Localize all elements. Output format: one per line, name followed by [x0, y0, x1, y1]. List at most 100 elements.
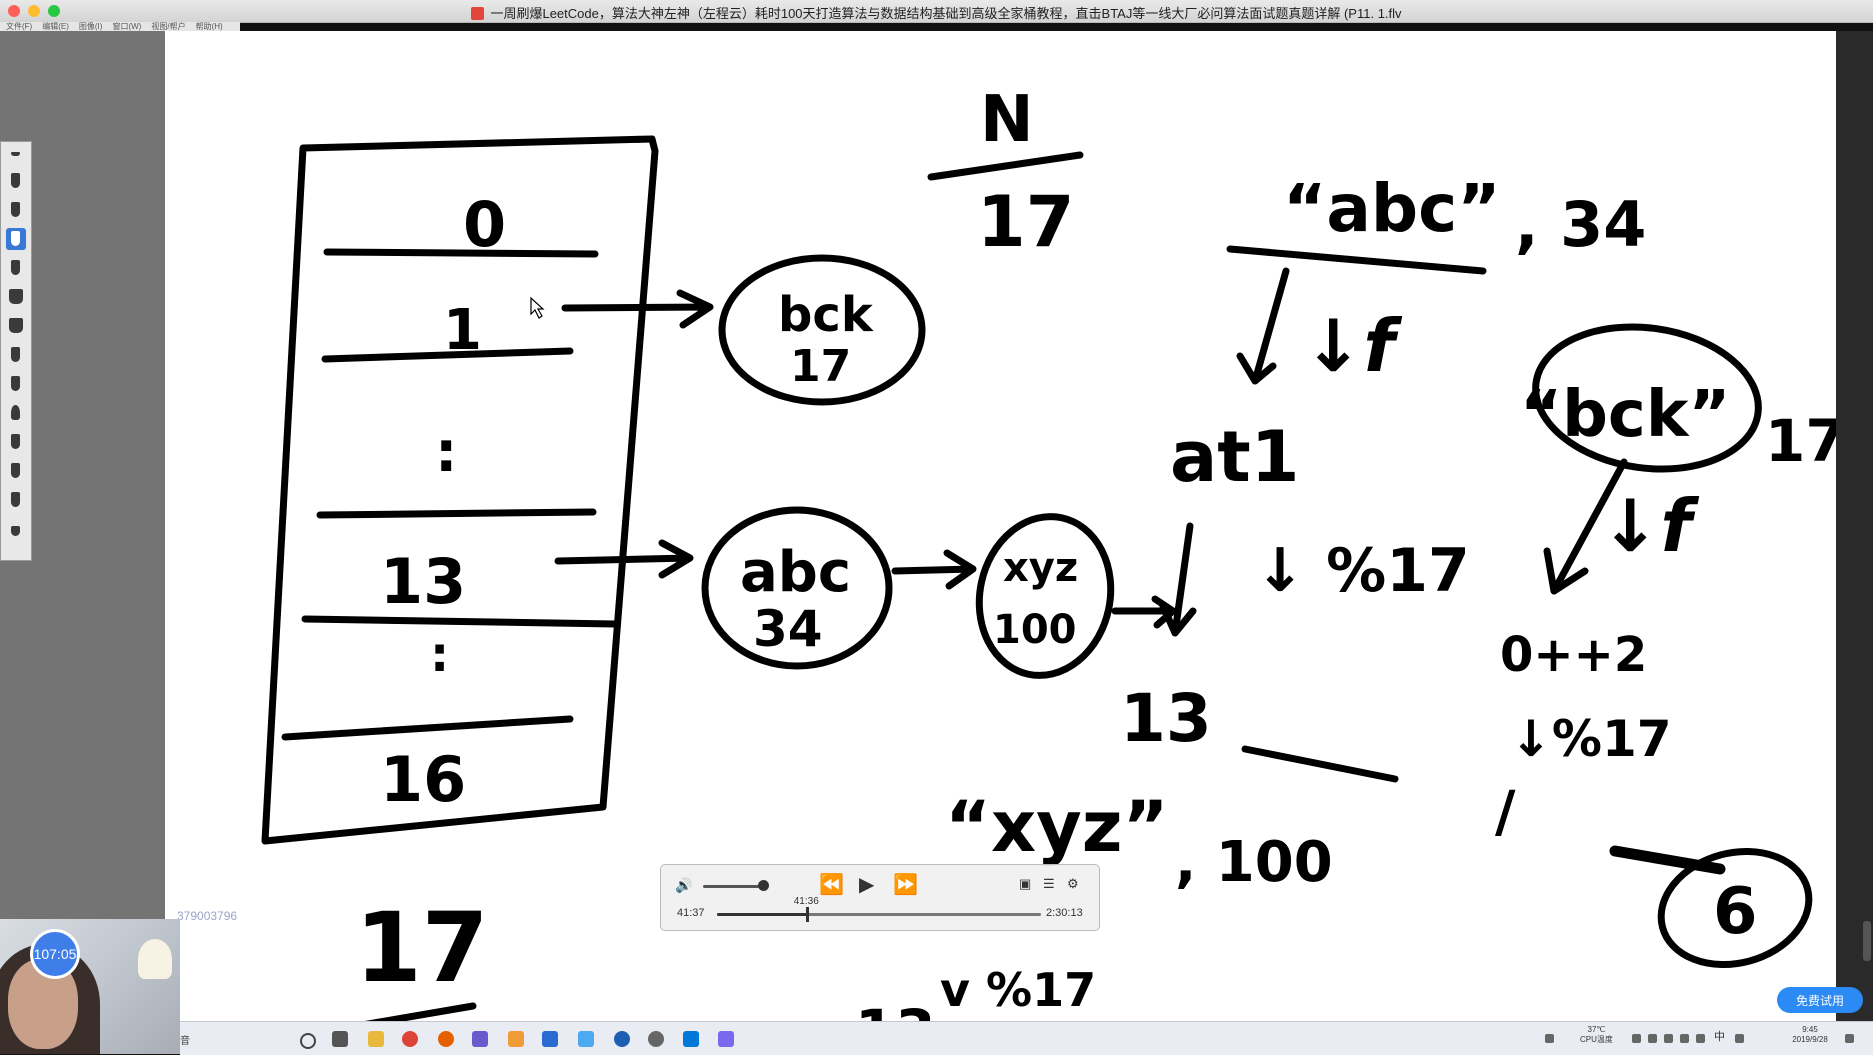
smudge-tool-icon[interactable] — [6, 518, 26, 540]
cortana-icon[interactable] — [300, 1033, 316, 1049]
clock-date: 2019/9/28 — [1792, 1035, 1828, 1044]
menu-view[interactable]: 视图/帮户 — [151, 22, 186, 31]
tray-pen-icon[interactable] — [1696, 1034, 1705, 1043]
chrome-icon[interactable] — [402, 1031, 418, 1047]
app-icon-2[interactable] — [508, 1031, 524, 1047]
bucket-label-13: 13 — [380, 545, 466, 618]
play-button[interactable]: ▶ — [859, 874, 875, 896]
node-bck-outline — [718, 254, 926, 406]
app-icon-1[interactable] — [472, 1031, 488, 1047]
minimize-window-button[interactable] — [28, 5, 40, 17]
bucket-divider — [321, 347, 574, 363]
bucket-count: 17 — [355, 892, 489, 1004]
free-trial-button[interactable]: 免费试用 — [1777, 987, 1863, 1013]
note-dash: / — [1495, 780, 1516, 845]
fine-brush-tool-icon[interactable] — [6, 373, 26, 395]
note-hash2: 0++2 — [1500, 627, 1647, 683]
window-titlebar: 一周刷爆LeetCode，算法大神左神（左程云）耗时100天打造算法与数据结构基… — [0, 0, 1873, 23]
bucket-array-outline — [261, 135, 659, 845]
arrow-abc-to-f — [1236, 267, 1290, 385]
marker-tool-icon[interactable] — [6, 228, 26, 250]
file-explorer-icon[interactable] — [368, 1031, 384, 1047]
menu-help[interactable]: 帮助(H) — [195, 22, 223, 31]
node-abc-outline — [701, 506, 893, 670]
bck-key-outline — [1532, 323, 1762, 473]
tray-keyboard-icon[interactable] — [1735, 1034, 1744, 1043]
hover-time-tooltip: 41:36 — [793, 896, 819, 907]
menu-image[interactable]: 图像(I) — [78, 22, 103, 31]
bucket-ellipsis-2: : — [430, 627, 449, 683]
fill-tool-icon[interactable] — [6, 489, 26, 511]
whiteboard-canvas[interactable]: 0 1 : 13 : 16 17 bck 17 abc 34 xyz 100 N… — [165, 31, 1836, 1021]
note-f2: ↓f — [1600, 484, 1699, 568]
edge-icon[interactable] — [683, 1031, 699, 1047]
note-bck-key: “bck” — [1520, 378, 1730, 452]
firefox-icon[interactable] — [438, 1031, 454, 1047]
note-17: 17 — [977, 181, 1074, 263]
block-eraser-tool-icon[interactable] — [6, 315, 26, 337]
tray-network-icon[interactable] — [1664, 1034, 1673, 1043]
menu-edit[interactable]: 编辑(E) — [42, 22, 69, 31]
menu-window[interactable]: 窗口(W) — [112, 22, 142, 31]
bucket-label-0: 0 — [463, 188, 506, 261]
node-abc-value: 34 — [753, 600, 823, 658]
progress-handle[interactable] — [805, 907, 809, 922]
canvas-margin-right — [1836, 31, 1873, 1021]
progress-track[interactable] — [717, 907, 1041, 922]
airbrush-tool-icon[interactable] — [6, 402, 26, 424]
ime-indicator[interactable]: 中 — [1714, 1031, 1725, 1043]
note-circled-6: 6 — [1713, 875, 1758, 949]
current-time: 41:37 — [677, 907, 705, 919]
brush-tool-icon[interactable] — [6, 344, 26, 366]
ink-pen-tool-icon[interactable] — [6, 199, 26, 221]
volume-icon[interactable]: 🔊 — [675, 877, 693, 893]
app-icon-5[interactable] — [614, 1031, 630, 1047]
volume-slider-track[interactable] — [703, 885, 759, 888]
palette-collapse-icon[interactable] — [6, 144, 26, 166]
tray-arrow-icon[interactable] — [1632, 1034, 1641, 1043]
total-time: 2:30:13 — [1046, 907, 1083, 919]
note-hash: at1 — [1170, 416, 1299, 498]
node-abc-key: abc — [740, 540, 851, 605]
playlist-icon[interactable]: ☰ — [1043, 876, 1055, 891]
notification-icon[interactable] — [1845, 1034, 1854, 1043]
note-bottom-13: 13 — [855, 997, 936, 1021]
menu-file[interactable]: 文件(F) — [6, 22, 33, 31]
note-xyz-value: , 100 — [1175, 830, 1333, 895]
pip-icon[interactable]: ▣ — [1019, 876, 1032, 891]
eraser-tool-icon[interactable] — [6, 286, 26, 308]
canvas-scrollbar[interactable] — [1863, 921, 1871, 961]
tray-app-icon[interactable] — [1545, 1034, 1554, 1043]
maximize-window-button[interactable] — [48, 5, 60, 17]
taskbar-left-text: 音 — [180, 1036, 190, 1047]
app-icon-4[interactable] — [578, 1031, 594, 1047]
webcam-lamp — [138, 939, 172, 979]
settings-gear-icon[interactable]: ⚙ — [1067, 876, 1079, 891]
close-window-button[interactable] — [8, 5, 20, 17]
chalk-tool-icon[interactable] — [6, 460, 26, 482]
node-xyz-value: 100 — [993, 607, 1077, 653]
app-icon-3[interactable] — [542, 1031, 558, 1047]
note-bottom-mod: v %17 — [940, 963, 1096, 1017]
rewind-button[interactable]: ⏪ — [819, 874, 844, 896]
volume-slider-knob[interactable] — [758, 880, 769, 891]
bucket-label-1: 1 — [443, 298, 482, 363]
arrow-abc-to-xyz — [891, 549, 977, 590]
circled-six-outline — [1657, 847, 1813, 969]
task-view-icon[interactable] — [332, 1031, 348, 1047]
tray-volume-icon[interactable] — [1680, 1034, 1689, 1043]
stamp-tool-icon[interactable] — [6, 431, 26, 453]
fast-forward-button[interactable]: ⏩ — [893, 874, 918, 896]
cpu-temp-label: CPU温度 — [1580, 1035, 1613, 1044]
note-mod17: ↓ %17 — [1255, 536, 1470, 606]
app-icon-7[interactable] — [718, 1031, 734, 1047]
pen-tool-icon[interactable] — [6, 170, 26, 192]
app-icon-6[interactable] — [648, 1031, 664, 1047]
pencil-tool-icon[interactable] — [6, 257, 26, 279]
tray-cloud-icon[interactable] — [1648, 1034, 1657, 1043]
arrow-mod-17 — [1159, 522, 1197, 637]
node-bck-value: 17 — [790, 341, 851, 392]
